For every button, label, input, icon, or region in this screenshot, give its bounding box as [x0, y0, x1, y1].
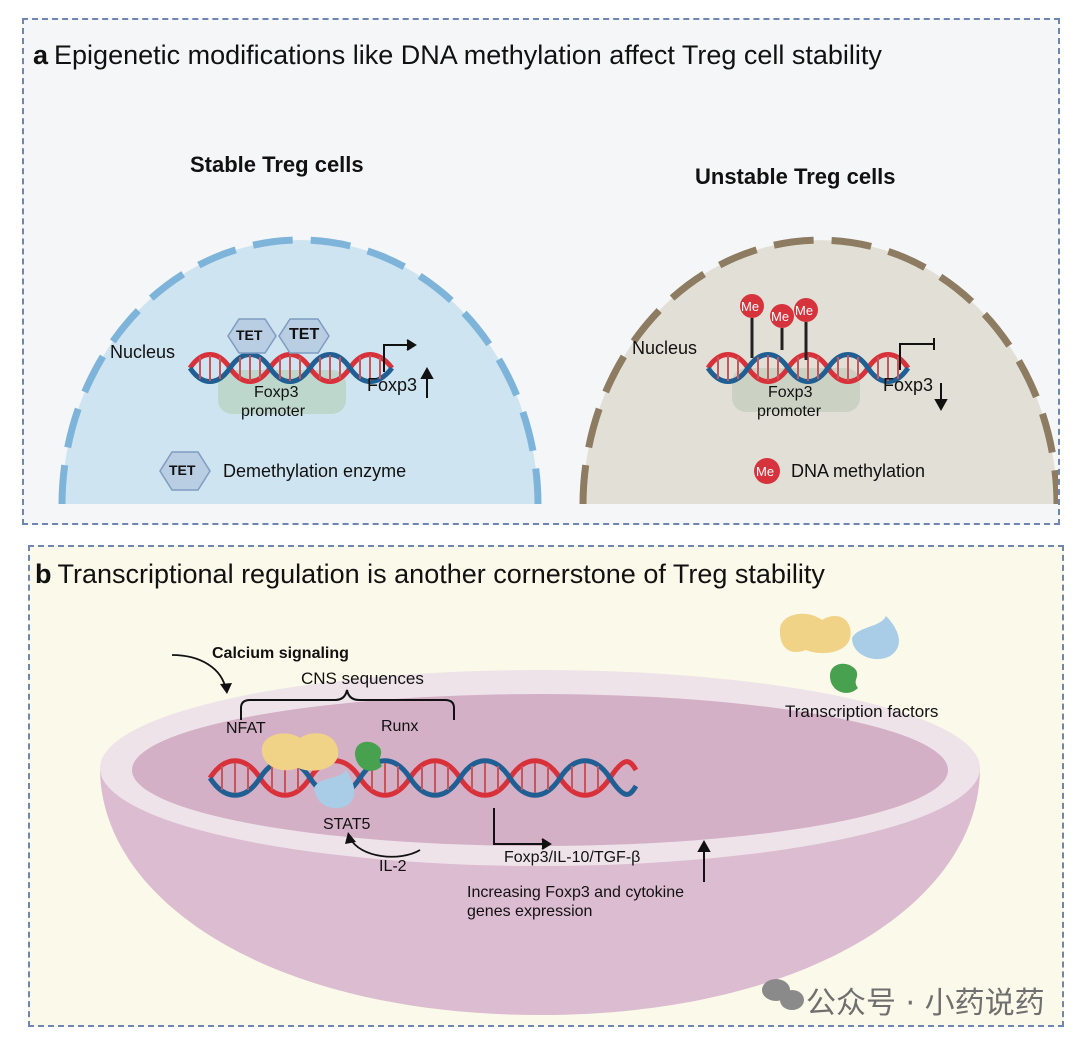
methyl-group-2 — [770, 304, 794, 328]
tf-legend-green — [830, 663, 858, 693]
stable-nucleus-label: Nucleus — [110, 342, 176, 362]
me-badge-2: Me — [771, 309, 790, 324]
foxp3-up-arrow-icon — [420, 366, 434, 398]
methyl-group-3 — [794, 298, 818, 322]
nfat-protein — [261, 733, 339, 771]
stable-dna-helix — [187, 352, 394, 384]
unstable-blocked-transcription-icon — [899, 338, 935, 370]
tet-enzyme-hexagon-1 — [227, 318, 277, 354]
runx-protein — [355, 741, 382, 771]
cns-brace — [240, 689, 455, 720]
tf-legend-yellow — [779, 613, 851, 654]
tet-legend-badge: TET — [169, 462, 196, 478]
me-legend-badge: Me — [756, 464, 775, 479]
panel-b-title-text: Transcriptional regulation is another co… — [57, 559, 825, 589]
me-legend-text: DNA methylation — [791, 461, 926, 481]
il2-label: IL-2 — [379, 858, 407, 875]
stat5-label: STAT5 — [323, 816, 371, 833]
unstable-heading: Unstable Treg cells — [695, 164, 896, 189]
stable-promoter-line2: promoter — [241, 403, 306, 420]
il2-arrow — [349, 837, 421, 858]
stat5-protein — [314, 770, 355, 809]
target-genes-label: Foxp3/IL-10/TGF-β — [504, 849, 641, 866]
tet-badge-1: TET — [236, 327, 263, 343]
me-badge-1: Me — [741, 299, 760, 314]
unstable-foxp3-label: Foxp3 — [883, 375, 934, 395]
stable-heading: Stable Treg cells — [190, 152, 364, 177]
foxp3-down-arrow-icon — [934, 383, 948, 412]
tet-legend-text: Demethylation enzyme — [223, 461, 407, 481]
watermark: 公众号 · 小药说药 — [806, 986, 1045, 1021]
unstable-nucleus-label: Nucleus — [632, 338, 698, 358]
increasing-up-arrow-icon — [697, 839, 711, 882]
cns-sequences-label: CNS sequences — [301, 669, 424, 688]
stable-foxp3-label: Foxp3 — [367, 375, 418, 395]
me-badge-3: Me — [795, 303, 814, 318]
tf-legend-label: Transcription factors — [785, 702, 939, 721]
stable-promoter-line1: Foxp3 — [254, 384, 299, 401]
runx-label: Runx — [381, 718, 419, 735]
wechat-icon — [762, 979, 804, 1010]
methyl-legend-icon — [754, 458, 780, 484]
tet-enzyme-hexagon-2 — [278, 318, 330, 354]
panel-a-title-text: Epigenetic modifications like DNA methyl… — [54, 40, 882, 70]
nfat-label: NFAT — [226, 720, 266, 737]
tet-legend-icon — [159, 451, 211, 491]
unstable-dna-helix — [705, 352, 911, 384]
target-gene-transcription-arrow — [493, 808, 552, 850]
increasing-line2: genes expression — [467, 903, 593, 920]
tf-legend-blue — [852, 616, 899, 660]
unstable-promoter-line2: promoter — [757, 403, 822, 420]
calcium-signaling-label: Calcium signaling — [212, 645, 349, 662]
tet-badge-2: TET — [289, 326, 320, 343]
panel-b-letter: b — [35, 559, 52, 589]
increasing-line1: Increasing Foxp3 and cytokine — [467, 884, 685, 901]
stable-transcription-start-arrow — [383, 339, 417, 372]
unstable-promoter-line1: Foxp3 — [768, 384, 813, 401]
methyl-group-1 — [740, 294, 764, 318]
panel-a-letter: a — [33, 40, 49, 70]
